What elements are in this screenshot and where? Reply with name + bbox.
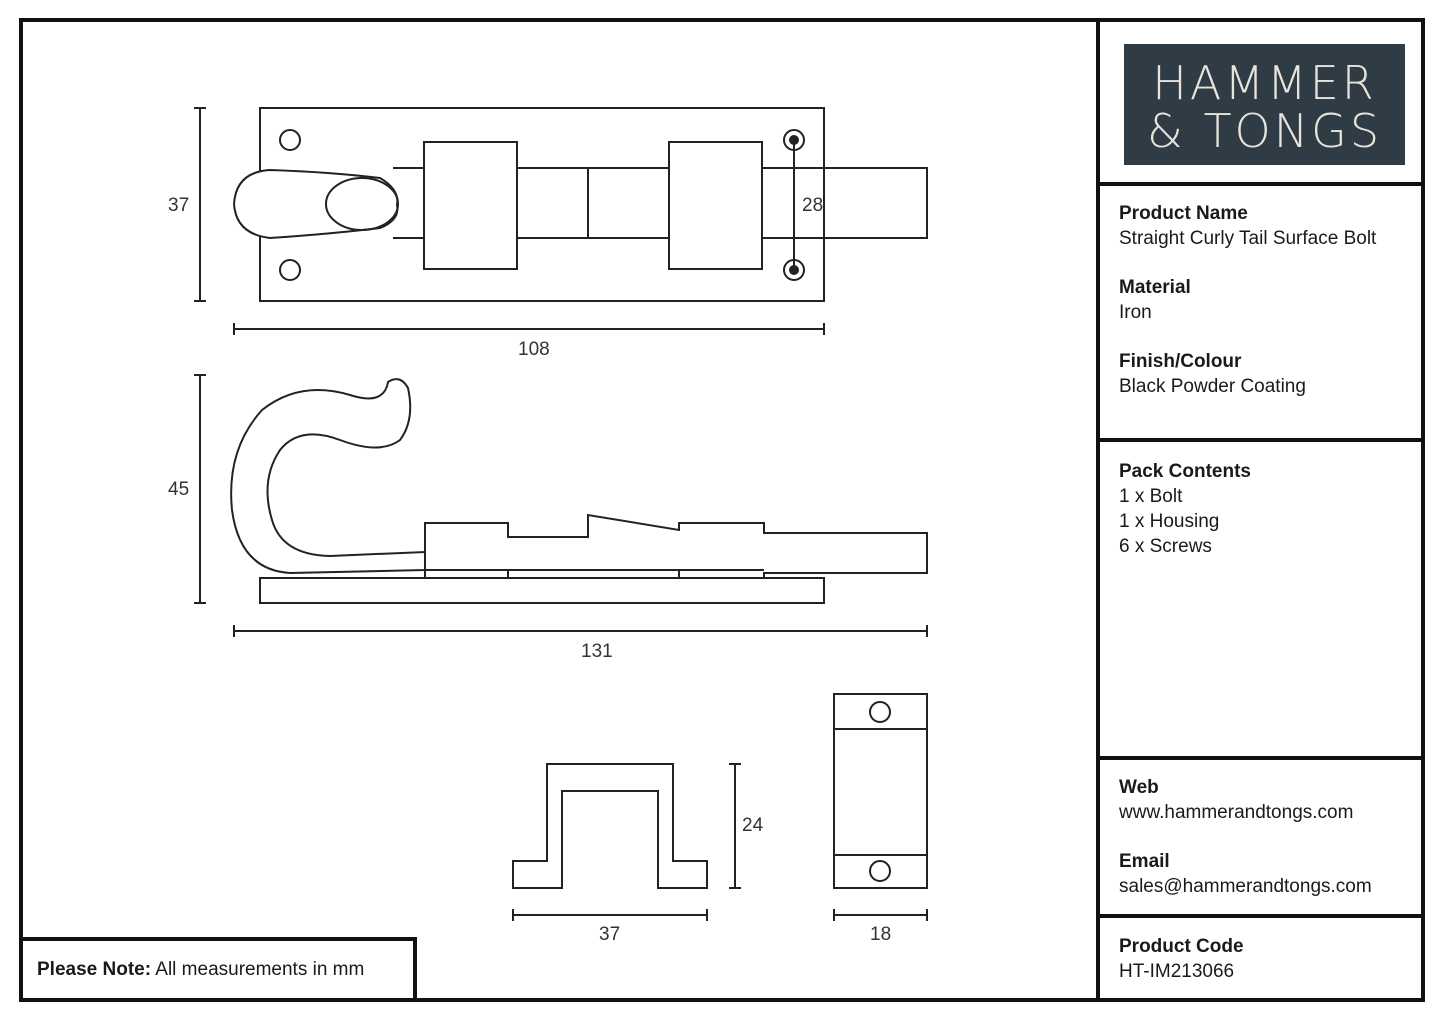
- keep-front-view: [512, 763, 708, 889]
- drawing-sheet: [19, 18, 1425, 1002]
- dim-keep-width: [512, 909, 708, 921]
- dim-plate-width: [233, 323, 825, 335]
- email-link[interactable]: sales@hammerandtongs.com: [1119, 876, 1372, 897]
- measurement-note: Please Note: All measurements in mm: [19, 937, 417, 1002]
- dim-keep-height: [729, 763, 741, 889]
- product-name-label: Product Name: [1119, 203, 1248, 224]
- brand-logo: HAMMER & TONGS: [1124, 44, 1405, 165]
- title-block: HAMMER & TONGS Product Name Straight Cur…: [1096, 18, 1425, 1002]
- keep-side-view: [833, 693, 928, 889]
- top-view: [232, 107, 928, 302]
- side-view: [230, 378, 928, 604]
- finish-value: Black Powder Coating: [1119, 376, 1306, 397]
- note-label: Please Note:: [37, 959, 152, 980]
- dim-label-plate-width: 108: [518, 339, 550, 360]
- dim-label-keep-depth: 18: [870, 924, 892, 945]
- divider: [1100, 914, 1425, 918]
- brand-line-1: HAMMER: [1152, 56, 1377, 110]
- dim-label-top-height: 37: [168, 195, 190, 216]
- dim-keep-depth: [833, 909, 928, 921]
- technical-drawing: [194, 107, 928, 921]
- dim-label-side-height: 45: [168, 479, 190, 500]
- pack-item: 1 x Housing: [1119, 511, 1220, 532]
- email-label: Email: [1119, 851, 1170, 872]
- divider: [1100, 438, 1425, 442]
- pack-item: 1 x Bolt: [1119, 486, 1183, 507]
- finish-label: Finish/Colour: [1119, 351, 1242, 372]
- divider: [1100, 756, 1425, 760]
- product-code-value: HT-IM213066: [1119, 961, 1235, 982]
- pack-item: 6 x Screws: [1119, 536, 1212, 557]
- note-text: All measurements in mm: [155, 959, 365, 980]
- dim-top-height: [194, 107, 206, 302]
- dim-total-length: [233, 625, 928, 637]
- material-value: Iron: [1119, 302, 1152, 323]
- web-label: Web: [1119, 777, 1159, 798]
- material-label: Material: [1119, 277, 1191, 298]
- dim-label-total-length: 131: [581, 641, 613, 662]
- product-name-value: Straight Curly Tail Surface Bolt: [1119, 228, 1377, 249]
- brand-line-2: & TONGS: [1146, 104, 1383, 158]
- dim-label-keep-height: 24: [742, 815, 764, 836]
- dim-label-hole-spacing: 28: [802, 195, 824, 216]
- web-link[interactable]: www.hammerandtongs.com: [1119, 802, 1354, 823]
- dim-side-height: [194, 374, 206, 604]
- product-code-label: Product Code: [1119, 936, 1244, 957]
- dim-label-keep-width: 37: [599, 924, 621, 945]
- divider: [1100, 182, 1425, 186]
- pack-contents-label: Pack Contents: [1119, 461, 1251, 482]
